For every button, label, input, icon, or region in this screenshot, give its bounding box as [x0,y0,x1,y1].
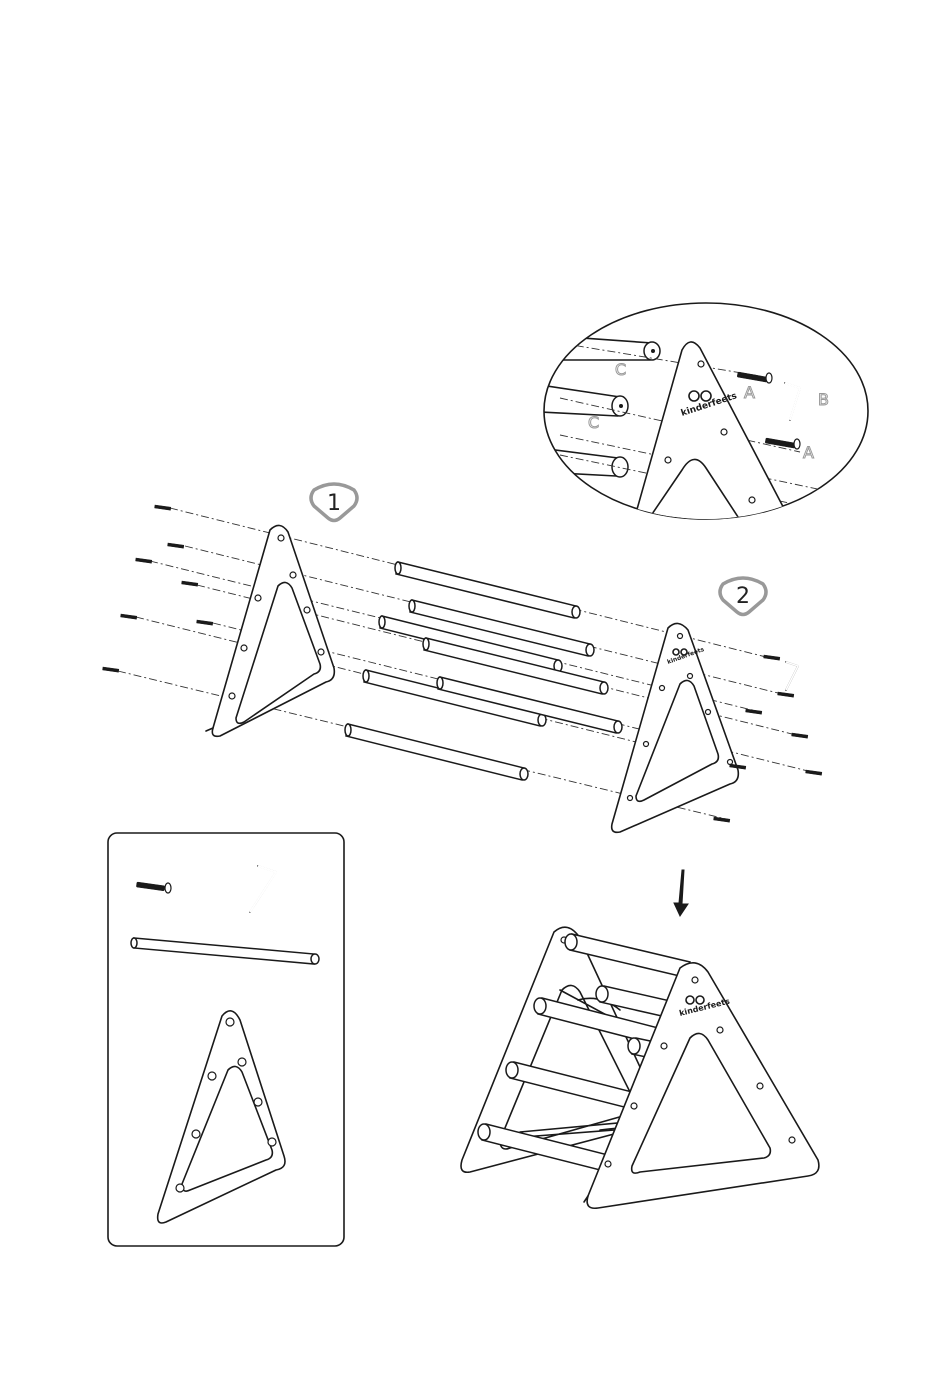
label-a-upper: A [744,383,755,402]
left-screws [103,505,213,672]
rods [345,562,622,780]
svg-text:1: 1 [327,491,341,516]
assembled-result: kinderfeets [461,927,819,1208]
detail-zoom-view: kinderfeets C C A B A [540,303,870,520]
detail-screw-lower [765,438,800,449]
label-c-lower: C [588,413,599,432]
right-screws [714,655,822,822]
exploded-view: kinderfeets [103,505,822,832]
detail-frame [634,342,790,520]
detail-rod-middle [540,385,628,416]
label-b: B [818,390,829,409]
detail-screw-upper [737,372,772,383]
label-a-lower: A [803,443,814,462]
right-frame-panel: kinderfeets [612,623,739,832]
label-c-upper: C [615,360,626,379]
step-badge-1: 1 [311,484,357,521]
detail-hex-key [785,383,800,420]
svg-text:2: 2 [736,584,750,609]
detail-rod-bottom [540,448,628,477]
result-arrow [674,870,688,916]
step-badge-2: 2 [720,578,766,615]
hex-key-tool [786,662,798,690]
left-frame-panel [206,525,334,736]
rod-7 [345,724,528,780]
parts-list-box [108,833,344,1246]
